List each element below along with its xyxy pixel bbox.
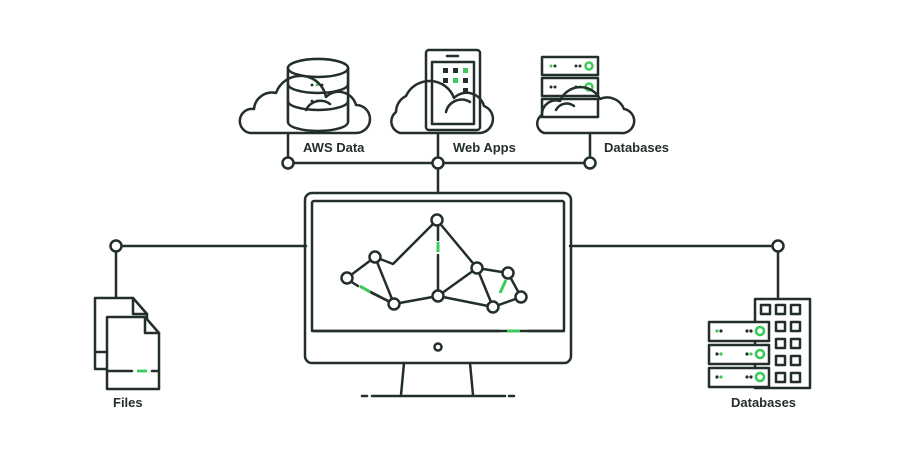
- joint-aws-data: [281, 156, 295, 170]
- databases-right-label: Databases: [731, 395, 796, 410]
- databases-top-label: Databases: [604, 140, 669, 155]
- joint-web-apps: [431, 156, 445, 170]
- joint-databases-right: [771, 239, 785, 253]
- connectors: [114, 131, 780, 300]
- web-apps-label: Web Apps: [453, 140, 516, 155]
- network-graph: [340, 213, 528, 314]
- cloud-database-icon: [238, 57, 372, 135]
- files-label: Files: [113, 395, 143, 410]
- joint-files: [109, 239, 123, 253]
- joint-databases-top: [583, 156, 597, 170]
- monitor-power-button: [433, 342, 443, 352]
- connector-joints: [109, 156, 785, 253]
- server-building-icon: [707, 297, 812, 390]
- files-icon: [93, 296, 161, 391]
- cloud-server-rack-icon: [535, 55, 636, 135]
- monitor-network-graph-icon: [303, 191, 573, 398]
- app-grid: [443, 68, 468, 93]
- aws-data-label: AWS Data: [303, 140, 365, 155]
- cloud-mobile-app-icon: [390, 48, 495, 135]
